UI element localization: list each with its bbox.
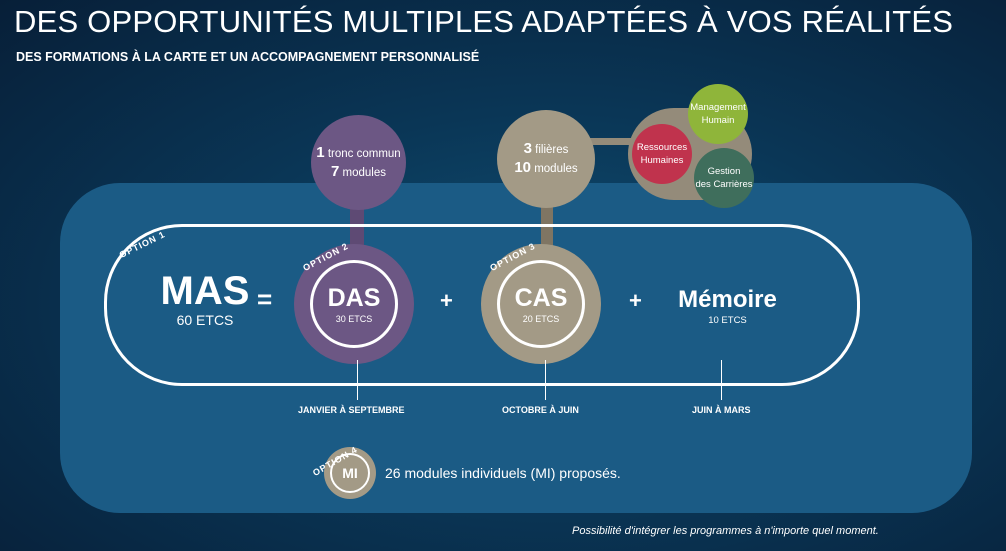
das-inner-ring: DAS 30 ETCS	[310, 260, 398, 348]
das-code: DAS	[327, 283, 381, 312]
mas-etcs: 60 ETCS	[176, 312, 234, 328]
memoire-period: JUIN À MARS	[692, 405, 751, 415]
cas-period: OCTOBRE À JUIN	[502, 405, 579, 415]
page-subtitle: DES FORMATIONS À LA CARTE ET UN ACCOMPAG…	[16, 50, 480, 64]
mi-description: 26 modules individuels (MI) proposés.	[385, 465, 621, 481]
das-info-bubble: 1 tronc commun 7 modules	[311, 115, 406, 210]
cas-circle: CAS 20 ETCS	[481, 244, 601, 364]
cas-period-tick	[545, 360, 546, 400]
memoire-etcs: 10 ETCS	[708, 315, 747, 326]
footnote: Possibilité d'intégrer les programmes à …	[572, 525, 879, 537]
das-etcs: 30 ETCS	[335, 313, 373, 324]
cas-bubble-line2: 10 modules	[514, 159, 578, 176]
mas-name: MAS	[160, 269, 250, 313]
mas-block: MAS 60 ETCS	[160, 270, 250, 328]
cas-etcs: 20 ETCS	[522, 313, 560, 324]
mi-circle: MI	[324, 447, 376, 499]
equals-sign: =	[257, 284, 273, 314]
filiere-gestion-carrieres: Gestion des Carrières	[694, 148, 754, 208]
memoire-block: Mémoire 10 ETCS	[660, 286, 795, 328]
plus-sign-2: +	[629, 288, 642, 313]
memoire-name: Mémoire	[678, 286, 777, 313]
cas-bubble-line1: 3 filières	[523, 140, 569, 157]
cas-inner-ring: CAS 20 ETCS	[497, 260, 585, 348]
das-period: JANVIER À SEPTEMBRE	[298, 405, 405, 415]
filiere-ressources-humaines: Ressources Humaines	[632, 124, 692, 184]
memoire-period-tick	[721, 360, 722, 400]
filiere-management-humain: Management Humain	[688, 84, 748, 144]
cas-code: CAS	[514, 283, 568, 312]
das-period-tick	[357, 360, 358, 400]
das-circle: DAS 30 ETCS	[294, 244, 414, 364]
plus-sign-1: +	[440, 288, 453, 313]
mi-code: MI	[330, 453, 370, 493]
page-title: DES OPPORTUNITÉS MULTIPLES ADAPTÉES À VO…	[14, 4, 954, 39]
das-bubble-line2: 7 modules	[330, 162, 386, 180]
das-bubble-line1: 1 tronc commun	[316, 143, 401, 161]
mas-outline	[104, 224, 860, 386]
cas-info-bubble: 3 filières 10 modules	[497, 110, 595, 208]
cas-filieres-connector	[576, 138, 646, 145]
